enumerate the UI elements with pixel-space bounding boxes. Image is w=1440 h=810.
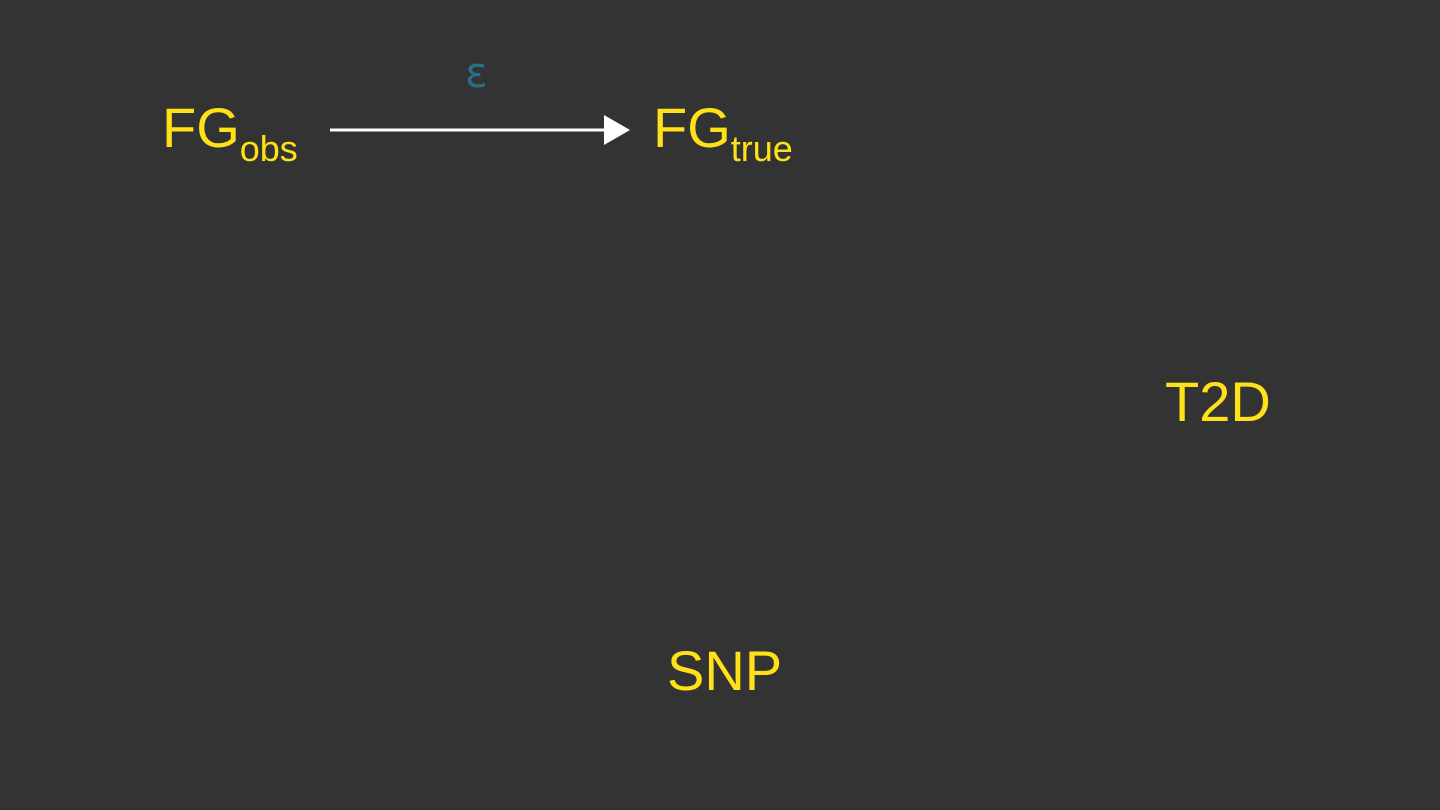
node-t2d: T2D [1165, 370, 1271, 433]
node-fg-true-subscript: true [730, 128, 793, 169]
node-fg-true: FGtrue [653, 100, 793, 167]
arrowhead-fg-true [604, 115, 630, 145]
node-fg-obs: FGobs [162, 100, 298, 167]
node-snp: SNP [667, 639, 783, 702]
edge-label-epsilon: ε [465, 48, 488, 97]
node-fg-obs-subscript: obs [239, 128, 298, 169]
node-fg-obs-main: FG [162, 96, 240, 159]
node-fg-true-main: FG [653, 96, 731, 159]
